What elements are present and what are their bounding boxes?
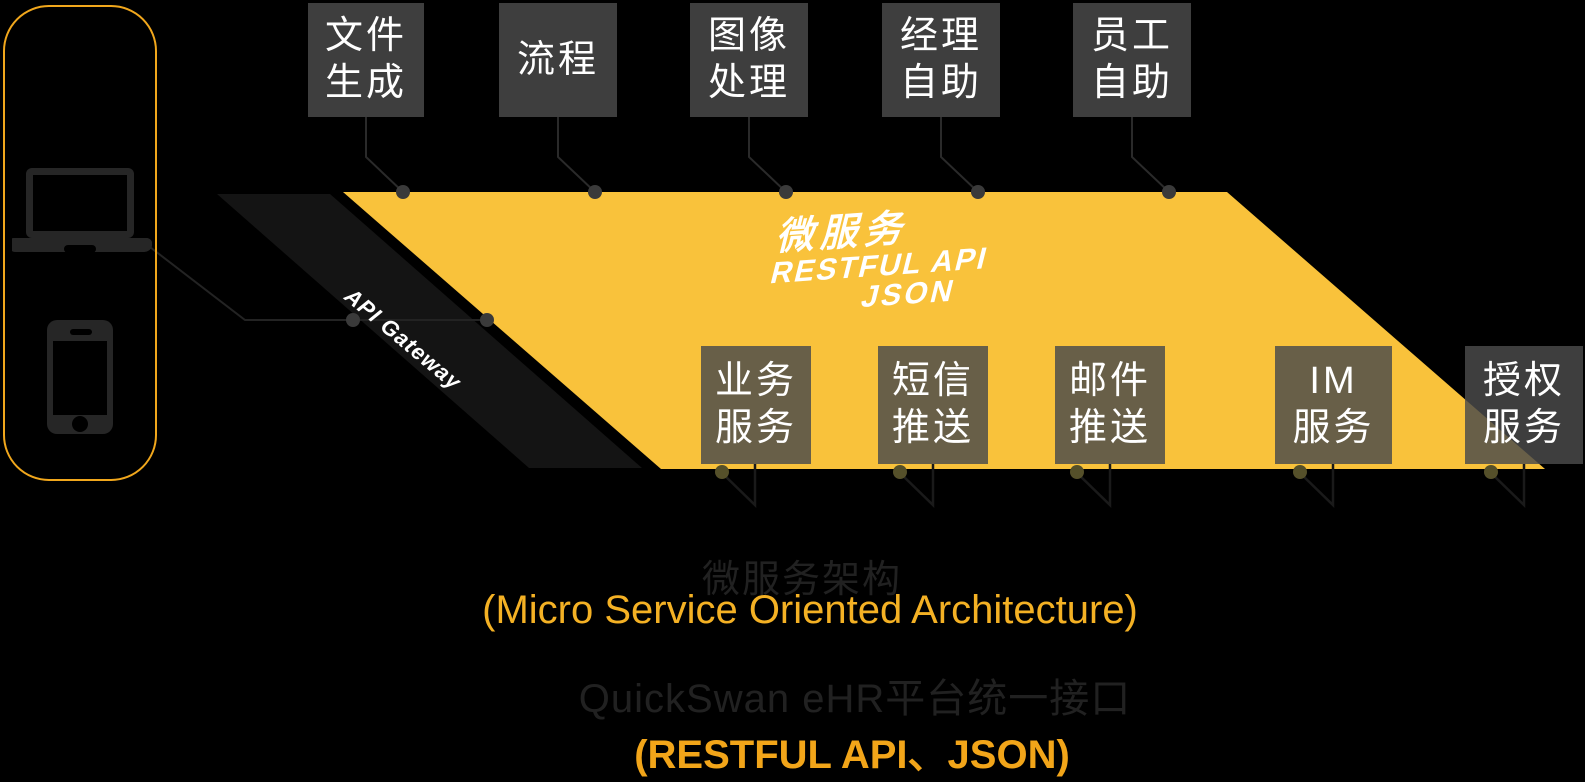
top-connector-line: [748, 117, 787, 193]
service-label: 员工: [1090, 15, 1173, 57]
top-connector-line: [940, 117, 979, 193]
service-box-employee-self-service: 员工 自助: [1073, 3, 1191, 117]
service-box-business-service: 业务 服务: [701, 346, 811, 464]
smartphone-icon: [47, 320, 113, 434]
service-box-auth-service: 授权 服务: [1465, 346, 1583, 464]
service-label: 生成: [324, 62, 407, 104]
caption-architecture-en: (Micro Service Oriented Architecture): [482, 588, 1138, 632]
service-label: 文件: [324, 15, 407, 57]
service-box-file-generation: 文件 生成: [308, 3, 424, 117]
bottom-connector-line: [899, 464, 935, 508]
service-label: 图像: [707, 15, 790, 57]
top-connector-dot: [588, 185, 602, 199]
api-gateway-stripe: [217, 194, 642, 468]
service-label: 短信: [891, 360, 974, 402]
service-label: 服务: [714, 407, 797, 449]
service-box-image-processing: 图像 处理: [690, 3, 808, 117]
top-connector-dot: [779, 185, 793, 199]
bottom-connector-dot: [715, 465, 729, 479]
service-label: 授权: [1482, 360, 1565, 402]
gateway-left-dot: [346, 313, 360, 327]
service-box-workflow: 流程: [499, 3, 617, 117]
platform-plane: [343, 192, 1545, 469]
top-connector-dot: [396, 185, 410, 199]
service-label: IM: [1309, 360, 1358, 402]
bottom-connector-dot: [1484, 465, 1498, 479]
laptop-icon: [12, 168, 152, 253]
service-label: 经理: [899, 15, 982, 57]
bottom-connector-line: [1076, 464, 1112, 508]
bottom-connector-line: [1490, 464, 1526, 508]
service-box-sms-push: 短信 推送: [878, 346, 988, 464]
bottom-connector-dot: [1293, 465, 1307, 479]
client-devices-panel: [3, 5, 157, 481]
service-label: 推送: [1068, 407, 1151, 449]
caption-architecture-zh: 微服务架构: [701, 559, 903, 601]
top-connector-line: [1131, 117, 1170, 193]
top-connector-line: [365, 117, 404, 193]
service-label: 推送: [891, 407, 974, 449]
service-box-manager-self-service: 经理 自助: [882, 3, 1000, 117]
service-label: 自助: [1090, 62, 1173, 104]
service-box-im-service: IM 服务: [1275, 346, 1392, 464]
service-label: 自助: [899, 62, 982, 104]
service-label: 服务: [1292, 407, 1375, 449]
gateway-right-dot: [480, 313, 494, 327]
service-label: 处理: [707, 62, 790, 104]
device-connector-line: [145, 243, 487, 321]
caption-platform-api-en: (RESTFUL API、JSON): [634, 733, 1070, 777]
bottom-connector-dot: [1070, 465, 1084, 479]
top-connector-line: [557, 117, 596, 193]
service-label: 服务: [1482, 407, 1565, 449]
bottom-connector-line: [1299, 464, 1335, 508]
service-label: 邮件: [1068, 360, 1151, 402]
top-connector-dot: [971, 185, 985, 199]
service-box-email-push: 邮件 推送: [1055, 346, 1165, 464]
service-label: 流程: [516, 38, 599, 81]
bottom-connector-line: [721, 464, 757, 508]
service-label: 业务: [714, 360, 797, 402]
top-connector-dot: [1162, 185, 1176, 199]
bottom-connector-dot: [893, 465, 907, 479]
caption-platform-api-zh: QuickSwan eHR平台统一接口: [578, 677, 1132, 721]
